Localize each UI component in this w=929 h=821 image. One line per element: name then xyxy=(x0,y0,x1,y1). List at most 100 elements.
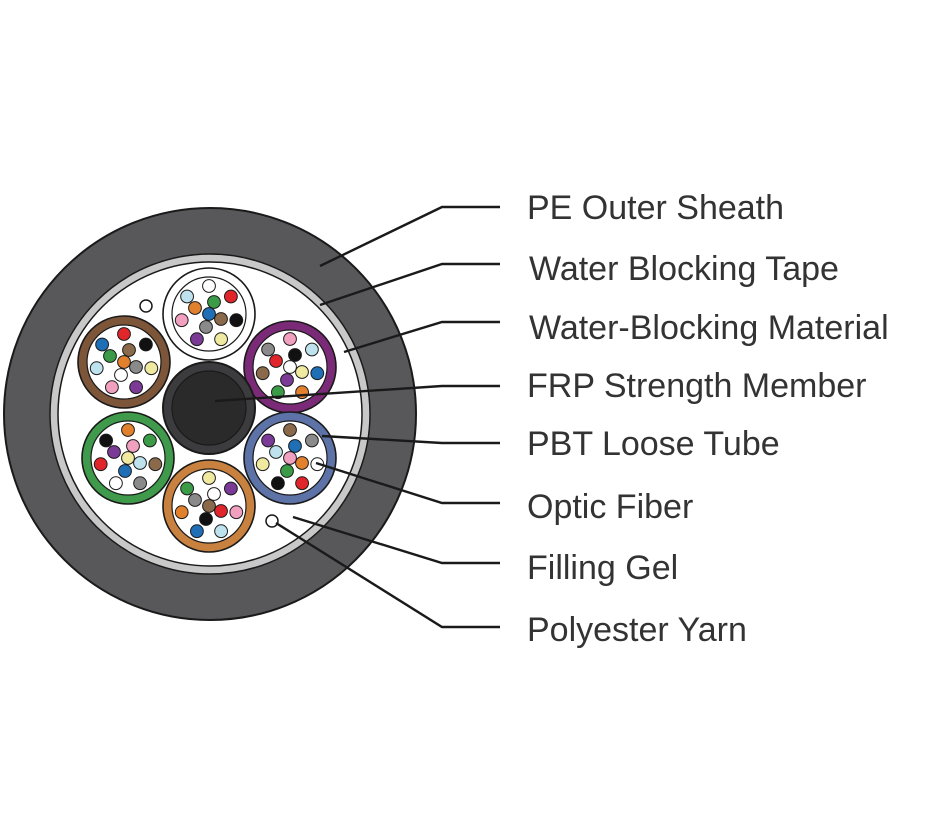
optic-fiber xyxy=(180,289,195,304)
optic-fiber xyxy=(214,504,228,518)
pbt-loose-tube-green-tube xyxy=(81,411,175,505)
optic-fiber xyxy=(271,385,285,400)
optic-fiber xyxy=(202,307,216,321)
optic-fiber xyxy=(188,301,202,315)
optic-fiber xyxy=(202,499,216,513)
optic-fiber xyxy=(229,313,244,328)
optic-fiber xyxy=(214,524,229,539)
leader-water-blocking-tape xyxy=(319,262,500,307)
optic-fiber xyxy=(214,332,229,347)
optic-fiber xyxy=(224,481,238,496)
optic-fiber xyxy=(122,343,136,357)
pbt-loose-tube-blue-tube xyxy=(243,411,337,505)
optic-fiber xyxy=(288,439,302,453)
optic-fiber xyxy=(188,493,202,507)
optic-fiber xyxy=(269,354,283,368)
optic-fiber xyxy=(288,348,302,362)
leader-frp-strength-member xyxy=(214,384,500,403)
optic-fiber xyxy=(255,366,270,381)
optic-fiber xyxy=(269,445,283,459)
optic-fiber xyxy=(202,471,216,485)
optic-fiber xyxy=(295,456,309,470)
optic-fiber xyxy=(255,457,270,472)
leader-lines xyxy=(214,205,500,629)
optic-fiber xyxy=(89,361,104,376)
optic-fiber xyxy=(271,476,285,491)
optic-fiber xyxy=(133,476,148,491)
optic-fiber xyxy=(105,380,119,395)
optic-fiber xyxy=(224,289,238,304)
optic-fiber xyxy=(283,451,297,465)
label-filling-gel: Filling Gel xyxy=(527,549,678,587)
optic-fiber xyxy=(143,433,157,448)
optic-fiber xyxy=(93,457,108,472)
pbt-loose-tube-brown-tube xyxy=(77,315,171,409)
leader-polyester-yarn xyxy=(275,521,500,629)
optic-fiber xyxy=(133,456,147,470)
optic-fiber xyxy=(118,464,132,478)
label-water-blocking-tape: Water Blocking Tape xyxy=(529,250,839,288)
optic-fiber xyxy=(129,380,144,395)
optic-fiber xyxy=(103,349,117,363)
label-water-blocking-material: Water-Blocking Material xyxy=(529,309,889,347)
optic-fiber xyxy=(283,332,297,346)
optic-fiber xyxy=(207,487,221,501)
optic-fiber xyxy=(121,423,135,437)
optic-fiber xyxy=(139,337,153,352)
pbt-loose-tube-purple-tube xyxy=(243,320,337,414)
label-pbt-loose-tube: PBT Loose Tube xyxy=(527,425,780,463)
leader-optic-fiber xyxy=(315,461,500,505)
polyester-yarns xyxy=(139,299,279,528)
optic-fiber xyxy=(295,365,309,379)
optic-fiber xyxy=(199,512,213,526)
optic-fiber xyxy=(261,433,276,448)
leader-filling-gel xyxy=(292,515,500,565)
optic-fiber xyxy=(207,295,221,309)
leader-pbt-loose-tube xyxy=(321,434,500,445)
optic-fiber xyxy=(107,445,121,459)
optic-fiber xyxy=(117,327,131,341)
optic-fiber xyxy=(148,457,163,472)
frp-strength-member xyxy=(162,361,256,455)
optic-fiber xyxy=(190,332,204,347)
optic-fiber xyxy=(190,524,204,539)
optic-fiber xyxy=(174,313,189,328)
optic-fiber xyxy=(280,464,294,478)
optic-fiber xyxy=(180,481,195,496)
optic-fiber xyxy=(310,366,325,381)
optic-fiber xyxy=(305,342,319,357)
label-frp-strength-member: FRP Strength Member xyxy=(527,367,867,405)
optic-fiber xyxy=(114,368,128,382)
optic-fiber xyxy=(229,505,244,520)
optic-fiber xyxy=(129,360,143,374)
optic-fiber xyxy=(117,355,131,369)
leader-water-blocking-material xyxy=(343,320,500,354)
label-pe-outer-sheath: PE Outer Sheath xyxy=(527,189,784,227)
optic-fiber xyxy=(280,373,294,387)
optic-fiber xyxy=(283,360,297,374)
optic-fiber xyxy=(144,361,159,376)
leader-pe-outer-sheath xyxy=(319,205,500,268)
polyester-yarn-bottom xyxy=(265,514,279,528)
optic-fiber xyxy=(295,476,310,491)
optic-fiber xyxy=(95,337,109,352)
label-optic-fiber: Optic Fiber xyxy=(527,488,693,526)
optic-fiber xyxy=(261,342,276,357)
polyester-yarn-top xyxy=(139,299,153,313)
pbt-loose-tube-white-tube xyxy=(162,267,256,361)
labels: PE Outer Sheath Water Blocking Tape Wate… xyxy=(527,189,889,649)
optic-fiber xyxy=(305,433,319,448)
optic-fiber xyxy=(99,433,113,448)
pbt-loose-tube-orange-tube xyxy=(162,459,256,553)
optic-fiber xyxy=(283,423,297,437)
optic-fiber xyxy=(199,320,213,334)
optic-fiber xyxy=(202,279,216,293)
optic-fiber xyxy=(109,476,123,491)
optic-fiber xyxy=(174,505,189,520)
optic-fiber xyxy=(126,439,140,453)
optic-fiber xyxy=(214,312,228,326)
loose-tubes xyxy=(77,267,337,553)
label-polyester-yarn: Polyester Yarn xyxy=(527,611,747,649)
optic-fiber xyxy=(121,451,135,465)
